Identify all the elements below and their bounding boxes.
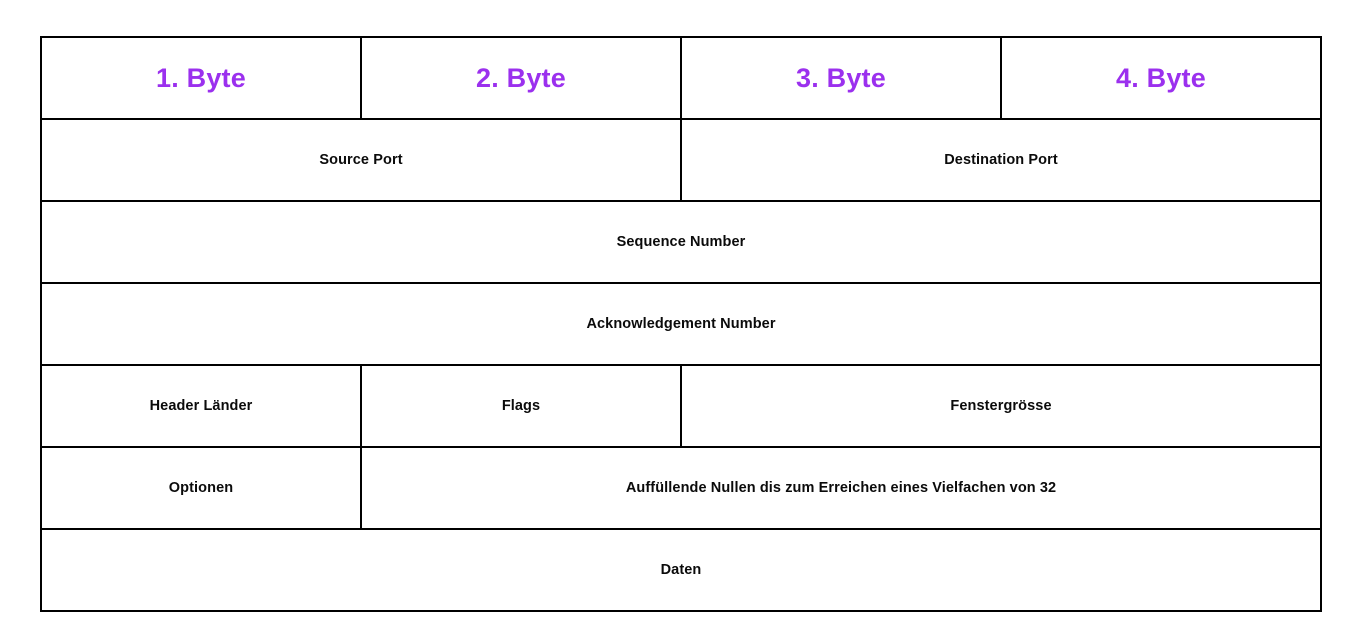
field-daten: Daten <box>40 528 1322 612</box>
field-source-port: Source Port <box>40 118 682 202</box>
tcp-header-diagram: 1. Byte 2. Byte 3. Byte 4. Byte Source P… <box>40 36 1322 612</box>
field-flags: Flags <box>360 364 682 448</box>
field-sequence-number: Sequence Number <box>40 200 1322 284</box>
field-row-ports: Source Port Destination Port <box>40 118 1322 202</box>
byte-header-cell-3: 3. Byte <box>680 36 1002 120</box>
byte-header-cell-4: 4. Byte <box>1000 36 1322 120</box>
byte-header-row: 1. Byte 2. Byte 3. Byte 4. Byte <box>40 36 1322 120</box>
field-row-sequence-number: Sequence Number <box>40 200 1322 284</box>
field-row-data: Daten <box>40 528 1322 612</box>
field-auffuellende-nullen: Auffüllende Nullen dis zum Erreichen ein… <box>360 446 1322 530</box>
field-destination-port: Destination Port <box>680 118 1322 202</box>
field-row-header-flags-window: Header Länder Flags Fenstergrösse <box>40 364 1322 448</box>
field-acknowledgement-number: Acknowledgement Number <box>40 282 1322 366</box>
byte-header-cell-2: 2. Byte <box>360 36 682 120</box>
field-optionen: Optionen <box>40 446 362 530</box>
field-row-options-padding: Optionen Auffüllende Nullen dis zum Erre… <box>40 446 1322 530</box>
field-row-acknowledgement-number: Acknowledgement Number <box>40 282 1322 366</box>
field-header-laender: Header Länder <box>40 364 362 448</box>
field-fenstergroesse: Fenstergrösse <box>680 364 1322 448</box>
byte-header-cell-1: 1. Byte <box>40 36 362 120</box>
